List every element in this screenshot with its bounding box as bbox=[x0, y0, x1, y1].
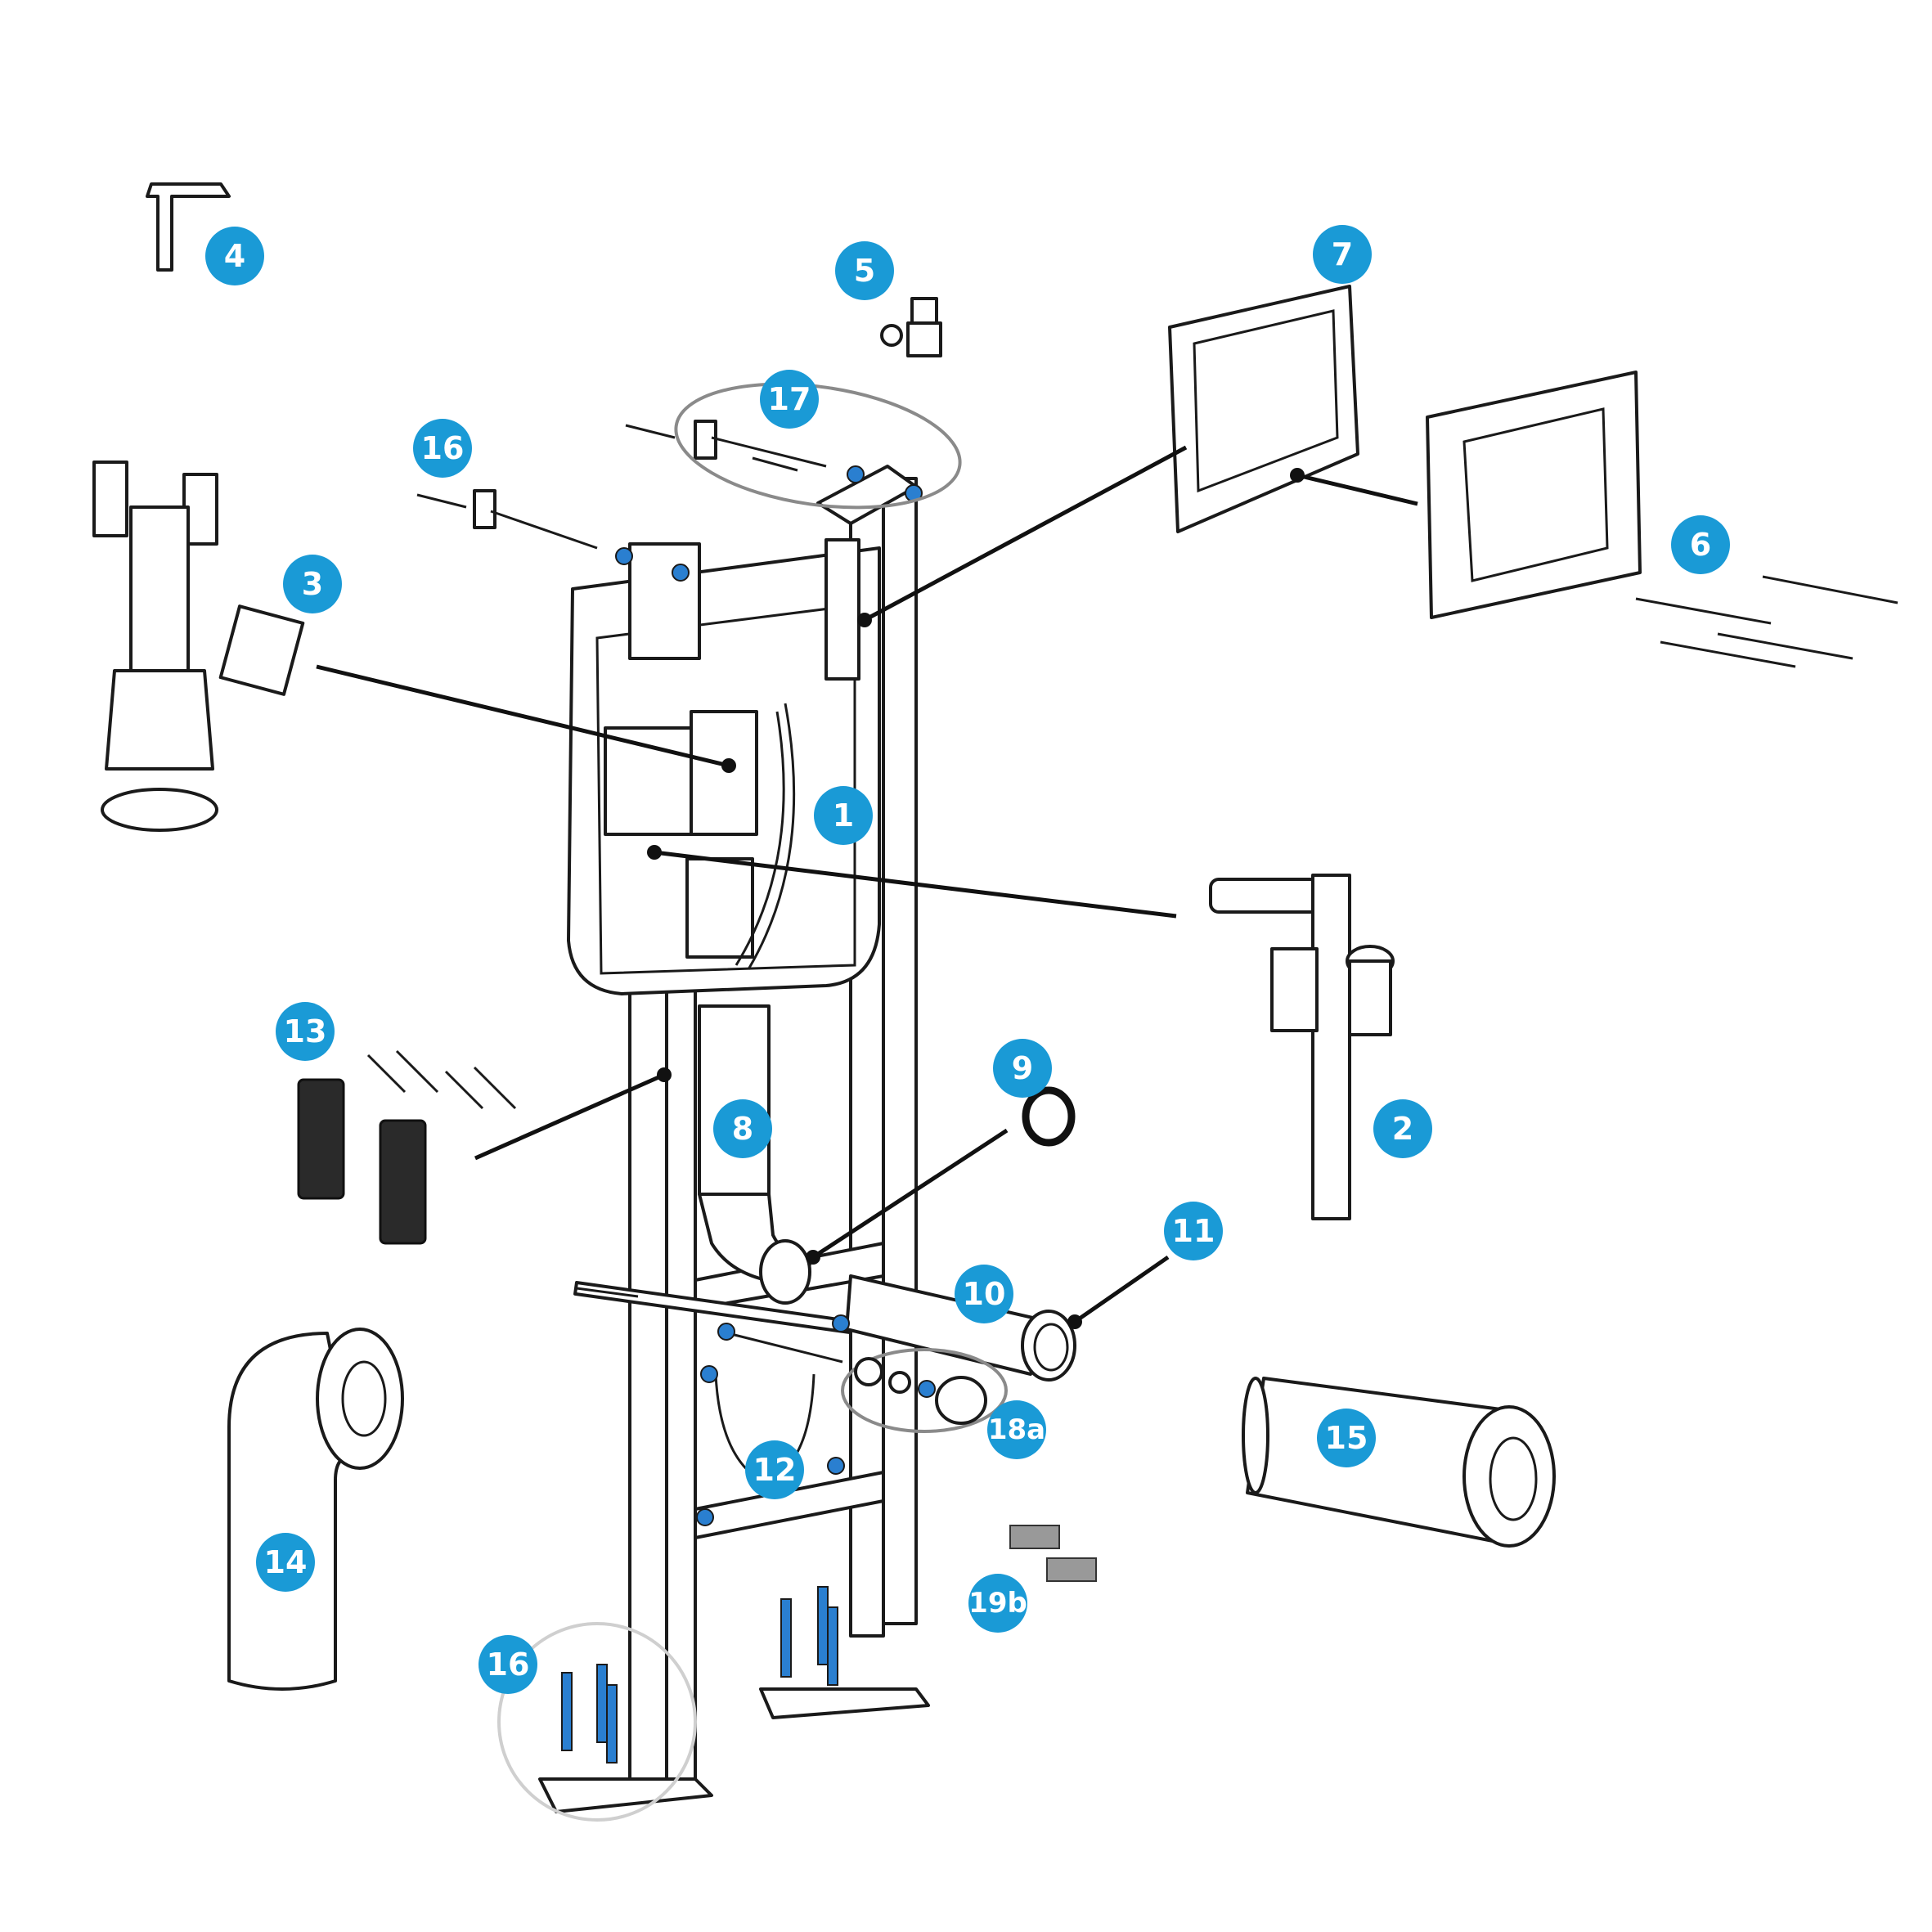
part-9-seal bbox=[1022, 1086, 1076, 1147]
callout-16-bottom: 16 bbox=[479, 1635, 537, 1694]
svg-text:4: 4 bbox=[224, 238, 245, 274]
callout-14: 14 bbox=[256, 1533, 315, 1592]
svg-text:18a: 18a bbox=[988, 1413, 1045, 1446]
callout-13: 13 bbox=[276, 1002, 335, 1061]
part-5-valve bbox=[880, 297, 942, 357]
part-2-fill-valve bbox=[1209, 874, 1395, 1220]
callout-15: 15 bbox=[1317, 1409, 1376, 1467]
callout-3: 3 bbox=[283, 555, 342, 613]
bolts bbox=[615, 465, 936, 1526]
svg-text:6: 6 bbox=[1690, 527, 1711, 563]
callout-7: 7 bbox=[1313, 225, 1372, 284]
callout-1: 1 bbox=[814, 786, 873, 845]
svg-text:15: 15 bbox=[1325, 1420, 1368, 1456]
callout-5: 5 bbox=[835, 241, 894, 300]
part-6-plate bbox=[1426, 371, 1898, 668]
part-4-clip bbox=[146, 182, 231, 272]
part-15-pipe bbox=[1242, 1377, 1556, 1548]
svg-text:3: 3 bbox=[302, 566, 323, 602]
part-14-bend-pipe bbox=[227, 1328, 404, 1691]
svg-text:10: 10 bbox=[963, 1276, 1006, 1312]
part-17-wall-anchors bbox=[625, 382, 962, 510]
callout-8: 8 bbox=[713, 1099, 772, 1158]
part-13-pads bbox=[297, 1049, 517, 1245]
callout-16-top: 16 bbox=[413, 419, 472, 478]
leader-lines bbox=[316, 445, 1418, 1329]
svg-text:9: 9 bbox=[1012, 1050, 1033, 1086]
callout-11: 11 bbox=[1164, 1202, 1223, 1260]
part-16-floor-anchors bbox=[497, 1586, 838, 1822]
part-7-plate bbox=[1168, 285, 1359, 533]
callout-4: 4 bbox=[205, 227, 264, 285]
drain-bend bbox=[698, 1004, 811, 1305]
callout-12: 12 bbox=[745, 1440, 804, 1499]
part-18a-cap-set bbox=[841, 1348, 1008, 1433]
part-3-flush-valve bbox=[92, 461, 305, 832]
svg-text:16: 16 bbox=[421, 430, 465, 466]
svg-text:12: 12 bbox=[753, 1452, 797, 1488]
svg-text:7: 7 bbox=[1332, 236, 1353, 272]
callout-2: 2 bbox=[1373, 1099, 1432, 1158]
callout-10: 10 bbox=[955, 1265, 1013, 1323]
callout-9: 9 bbox=[993, 1039, 1052, 1098]
svg-text:16: 16 bbox=[487, 1647, 530, 1683]
callout-17: 17 bbox=[760, 370, 819, 429]
svg-text:1: 1 bbox=[833, 798, 854, 833]
svg-text:5: 5 bbox=[854, 253, 875, 289]
svg-text:19b: 19b bbox=[968, 1587, 1027, 1620]
callout-19b: 19b bbox=[968, 1574, 1027, 1633]
svg-text:14: 14 bbox=[264, 1544, 308, 1580]
svg-text:13: 13 bbox=[284, 1013, 327, 1049]
svg-text:2: 2 bbox=[1392, 1111, 1413, 1147]
callout-18a: 18a bbox=[987, 1400, 1046, 1459]
svg-text:17: 17 bbox=[768, 381, 811, 417]
part-16-top-anchors bbox=[416, 489, 598, 550]
svg-text:11: 11 bbox=[1172, 1213, 1215, 1249]
part-19b-anchors bbox=[1009, 1525, 1097, 1582]
svg-text:8: 8 bbox=[732, 1111, 753, 1147]
callout-6: 6 bbox=[1671, 515, 1730, 574]
